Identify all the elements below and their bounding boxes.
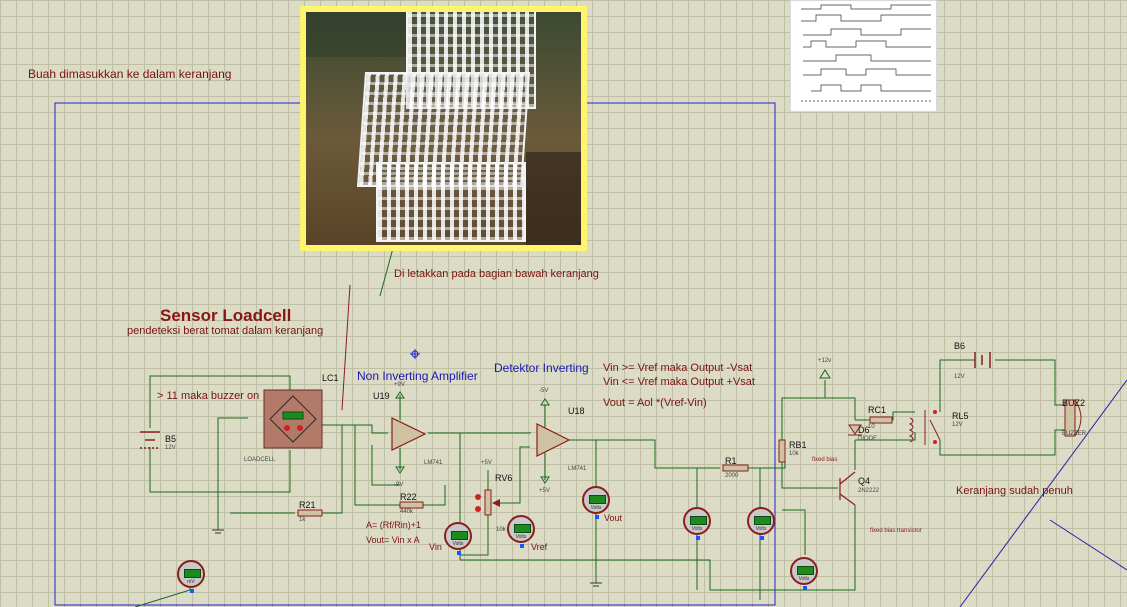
buz2-type: BUZZER bbox=[1062, 431, 1086, 437]
diagonal-line-2 bbox=[1049, 519, 1127, 571]
vin-label: Vin bbox=[429, 542, 442, 552]
voltmeter-transistor[interactable]: Volts bbox=[790, 557, 818, 590]
u18-vpos: -5V bbox=[539, 388, 549, 394]
voltmeter-r1-left[interactable]: Volts bbox=[683, 507, 711, 540]
lc1-type: LOADCELL bbox=[244, 457, 276, 463]
vref-label: Vref bbox=[531, 542, 548, 552]
fixed-bias-transistor-label: fixed bias transistor bbox=[870, 528, 922, 534]
b6-ref: B6 bbox=[954, 341, 966, 351]
r21-value: 1k bbox=[299, 517, 306, 523]
u18-type: LM741 bbox=[568, 466, 587, 472]
basket-photo bbox=[300, 6, 587, 251]
fixed-bias-label: fixed bias bbox=[812, 457, 838, 463]
voltmeter-vref[interactable]: Volts bbox=[507, 515, 535, 548]
opamp-u18 bbox=[536, 398, 571, 484]
u19-vpos: +9V bbox=[394, 382, 405, 388]
q4-ref: Q4 bbox=[858, 476, 871, 486]
comparator-rule-2: Vin <= Vref maka Output +Vsat bbox=[603, 376, 755, 388]
diagonal-line bbox=[959, 379, 1127, 607]
u19-ref: U19 bbox=[373, 391, 390, 401]
u18-vneg: +5V bbox=[539, 488, 550, 494]
vcc-label: +12v bbox=[818, 358, 832, 364]
b5-ref: B5 bbox=[165, 434, 177, 444]
rc1-ref: RC1 bbox=[868, 405, 887, 415]
voltmeter-vin[interactable]: Volts bbox=[444, 522, 472, 555]
loadcell-lc1 bbox=[263, 389, 323, 449]
origin-marker bbox=[410, 349, 420, 359]
opamp-u19 bbox=[391, 391, 427, 474]
b6-value: 12V bbox=[954, 374, 965, 380]
rv6-supply: +5V bbox=[481, 460, 492, 466]
voltmeter-vout[interactable]: Volts bbox=[582, 486, 610, 519]
r1-ref: R1 bbox=[725, 456, 737, 466]
r22-value: 440k bbox=[400, 509, 414, 515]
b5-value: 12V bbox=[165, 445, 176, 451]
vout-formula: Vout = Aol *(Vref-Vin) bbox=[603, 397, 707, 409]
voltmeter-r1-right[interactable]: Volts bbox=[747, 507, 775, 540]
u18-ref: U18 bbox=[568, 406, 585, 416]
power-arrow bbox=[819, 369, 831, 379]
oscilloscope-thumbnail[interactable] bbox=[790, 0, 937, 112]
rl5-value: 12V bbox=[952, 422, 963, 428]
resistor-r22 bbox=[399, 501, 424, 509]
u19-vneg: -9V bbox=[394, 482, 404, 488]
buzzer-buz2 bbox=[1064, 399, 1082, 437]
resistor-rb1 bbox=[778, 439, 786, 463]
comparator-rule-1: Vin >= Vref maka Output -Vsat bbox=[603, 362, 753, 374]
r22-ref: R22 bbox=[400, 492, 417, 502]
q4-type: 2N2222 bbox=[858, 488, 880, 494]
rb1-value: 10k bbox=[789, 451, 799, 457]
sensor-subtitle: pendeteksi berat tomat dalam keranjang bbox=[127, 325, 324, 337]
basket-note: Buah dimasukkan ke dalam keranjang bbox=[28, 67, 232, 81]
r1-value: 2000 bbox=[725, 473, 739, 479]
potentiometer-rv6 bbox=[475, 489, 500, 516]
r21-ref: R21 bbox=[299, 500, 316, 510]
gain-formula-1: A= (Rf/Rin)+1 bbox=[366, 520, 422, 530]
sensor-title: Sensor Loadcell bbox=[160, 306, 292, 325]
rl5-ref: RL5 bbox=[952, 411, 969, 421]
rb1-ref: RB1 bbox=[789, 440, 807, 450]
resistor-r21 bbox=[297, 509, 323, 517]
placement-note: Di letakkan pada bagian bawah keranjang bbox=[394, 268, 599, 280]
buzzer-threshold-note: > 11 maka buzzer on bbox=[157, 390, 260, 402]
rv6-value: 10k bbox=[496, 527, 506, 533]
full-basket-note: Keranjang sudah penuh bbox=[956, 485, 1073, 497]
rc1-value: 10 bbox=[868, 424, 875, 430]
detector-title: Detektor Inverting bbox=[494, 361, 589, 375]
resistor-r1 bbox=[722, 464, 749, 472]
buz2-ref: BUZ2 bbox=[1062, 398, 1086, 408]
vout-label: Vout bbox=[604, 513, 623, 523]
d6-ref: D6 bbox=[858, 425, 870, 435]
gain-formula-2: Vout= Vin x A bbox=[366, 535, 420, 545]
relay-rl5 bbox=[908, 410, 941, 445]
battery-b6 bbox=[974, 352, 991, 368]
noninverting-title: Non Inverting Amplifier bbox=[357, 369, 478, 383]
battery-b5 bbox=[140, 431, 160, 449]
resistor-rc1 bbox=[869, 416, 893, 424]
lc1-ref: LC1 bbox=[322, 373, 339, 383]
d6-type: DIODE bbox=[858, 436, 878, 442]
rv6-ref: RV6 bbox=[495, 473, 513, 483]
diode-d6 bbox=[848, 424, 862, 436]
u19-type: LM741 bbox=[424, 460, 443, 466]
transistor-q4 bbox=[839, 471, 856, 506]
millivolt-meter[interactable]: mV bbox=[177, 560, 205, 593]
